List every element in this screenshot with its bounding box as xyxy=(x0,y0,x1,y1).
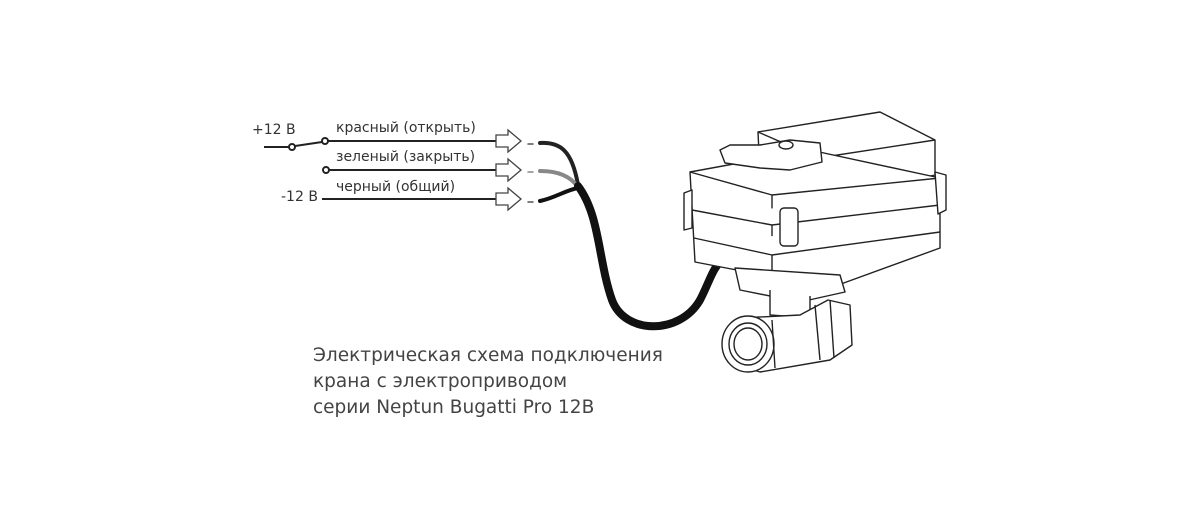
wire-red xyxy=(538,140,580,187)
caption-line-2: крана с электроприводом xyxy=(313,371,568,392)
arrow-icon xyxy=(495,186,523,212)
switch-contact xyxy=(321,137,329,145)
switch-contact xyxy=(322,166,330,174)
arrow-icon xyxy=(495,157,523,183)
caption-line-1: Электрическая схема подключения xyxy=(313,345,663,366)
wire-red-label: красный (открыть) xyxy=(336,120,476,136)
connector-arrows xyxy=(495,128,523,212)
wire-green xyxy=(538,169,580,189)
cable xyxy=(574,182,724,331)
positive-supply-label: +12 В xyxy=(252,122,296,138)
wire-green-label: зеленый (закрыть) xyxy=(336,149,476,165)
valve-actuator-illustration xyxy=(683,111,947,373)
wire-black-label: черный (общий) xyxy=(336,179,456,195)
switch-lever xyxy=(294,141,323,147)
wire-black xyxy=(538,186,580,203)
arrow-icon xyxy=(495,128,523,154)
negative-supply-label: -12 В xyxy=(281,189,318,205)
switch-contact xyxy=(288,143,296,151)
caption-line-3: серии Neptun Bugatti Pro 12В xyxy=(313,397,595,418)
